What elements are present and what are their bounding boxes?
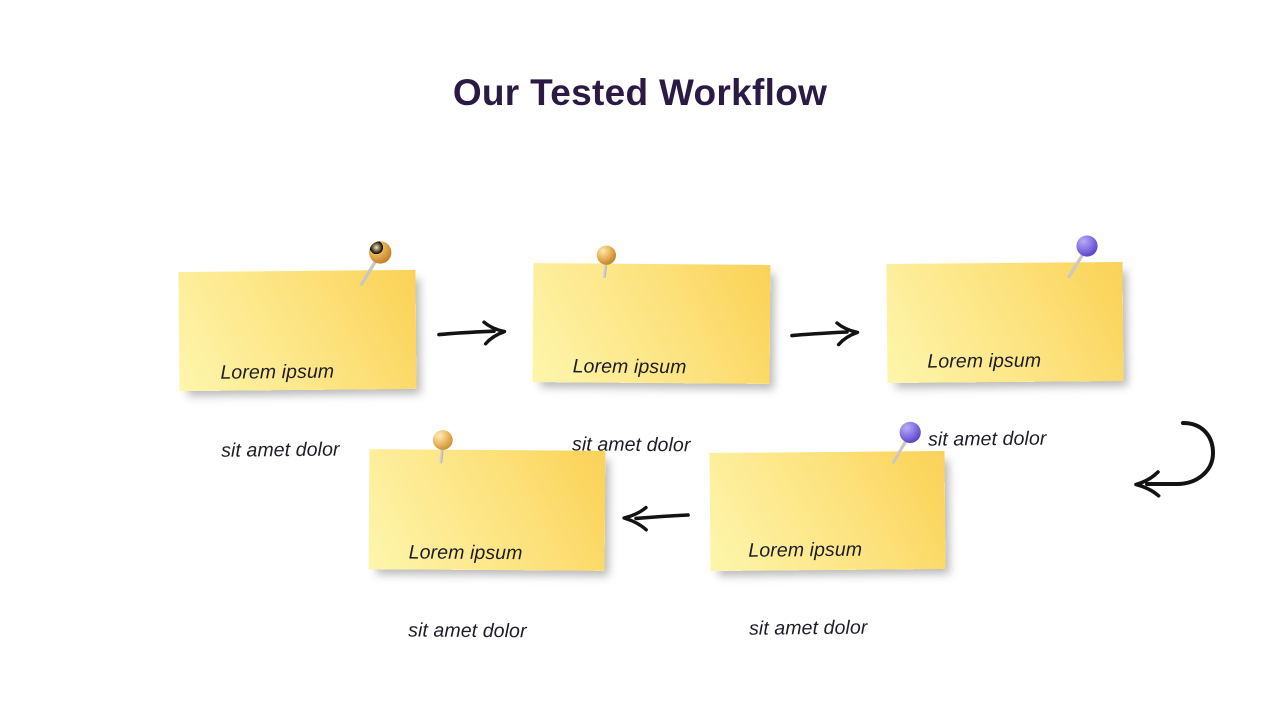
sticky-note-5-text: Lorem ipsum sit amet dolor [748,485,868,694]
sticky-note-4-text: Lorem ipsum sit amet dolor [408,487,528,696]
sticky-note-1-line2: sit amet dolor [221,438,340,462]
sticky-note-1[interactable]: Lorem ipsum sit amet dolor [178,269,417,462]
sticky-note-2-line1: Lorem ipsum [572,355,687,379]
sticky-note-1-line1: Lorem ipsum [220,360,335,384]
sticky-note-1-text: Lorem ipsum sit amet dolor [220,307,340,516]
sticky-note-3[interactable]: Lorem ipsum sit amet dolor [886,261,1124,451]
sticky-note-5-line1: Lorem ipsum [748,538,863,562]
arrow-left-icon [616,502,694,534]
sticky-note-4-line2: sit amet dolor [408,619,527,643]
sticky-note-4[interactable]: Lorem ipsum sit amet dolor [368,449,606,642]
sticky-note-3-line1: Lorem ipsum [927,349,1042,373]
sticky-note-4-line1: Lorem ipsum [408,541,523,565]
sticky-note-3-text: Lorem ipsum sit amet dolor [927,296,1047,505]
arrow-curved-down-left-icon [1125,418,1225,500]
sticky-note-5[interactable]: Lorem ipsum sit amet dolor [709,450,946,640]
arrow-right-icon-1 [437,318,513,348]
arrow-right-icon-2 [790,318,866,348]
sticky-note-5-line2: sit amet dolor [748,616,868,640]
sticky-note-2[interactable]: Lorem ipsum sit amet dolor [532,263,771,456]
sticky-note-3-line2: sit amet dolor [927,427,1047,451]
page-title: Our Tested Workflow [452,72,828,113]
